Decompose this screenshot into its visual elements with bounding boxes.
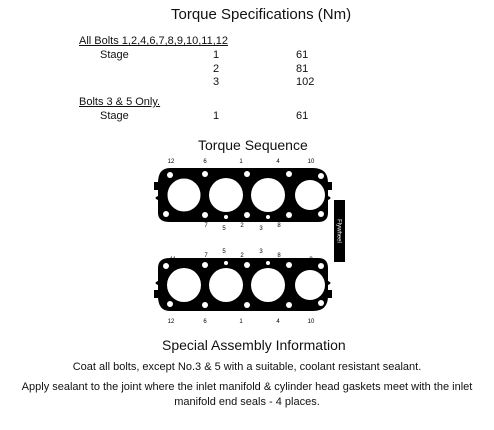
bolt-number: 3 (259, 249, 263, 255)
bolt-number: 8 (277, 253, 281, 259)
head-gasket-lower (154, 258, 332, 311)
bolt-number: 9 (309, 218, 313, 224)
flywheel-label: Flywheel (335, 219, 341, 243)
head-gasket-upper (154, 168, 332, 222)
bolt-number: 11 (170, 257, 177, 263)
bolt-number: 12 (168, 159, 175, 165)
bolt-number: 9 (309, 257, 313, 263)
torque-sequence-title: Torque Sequence (198, 137, 308, 153)
bolt-number: 6 (203, 319, 207, 325)
bolt-number: 4 (276, 319, 280, 325)
assembly-line-1: Coat all bolts, except No.3 & 5 with a s… (72, 361, 422, 373)
stage-label: Stage (100, 49, 129, 61)
torque-value: 61 (296, 110, 309, 122)
bolt-number: 2 (240, 253, 244, 259)
group-header-all-bolts: All Bolts 1,2,4,6,7,8,9,10,11,12 (79, 35, 229, 47)
bolt-number: 10 (308, 319, 315, 325)
stage-number: 1 (213, 49, 220, 61)
stage-number: 1 (213, 110, 220, 122)
stage-label: Stage (100, 110, 129, 122)
torque-value: 102 (296, 76, 315, 88)
bolt-number: 6 (203, 159, 207, 165)
bolt-number: 7 (204, 253, 208, 259)
bolt-number: 3 (259, 226, 263, 232)
assembly-title: Special Assembly Information (162, 337, 346, 353)
stage-number: 2 (213, 63, 220, 75)
bolt-number: 5 (222, 226, 226, 232)
bolt-number: 11 (170, 218, 177, 224)
bolt-number: 5 (222, 249, 226, 255)
group-header-bolts-3-5: Bolts 3 & 5 Only. (79, 96, 161, 108)
bolt-number: 12 (168, 319, 175, 325)
assembly-line-2: Apply sealant to the joint where the inl… (21, 381, 473, 408)
bolt-number: 2 (240, 223, 244, 229)
torque-spec-title: Torque Specifications (Nm) (171, 6, 352, 23)
torque-value: 81 (296, 63, 309, 75)
bolt-number: 10 (308, 159, 315, 165)
bolt-number: 4 (276, 159, 280, 165)
flywheel-marker (334, 200, 345, 262)
bolt-number: 7 (204, 223, 208, 229)
bolt-number: 1 (239, 319, 243, 325)
stage-number: 3 (213, 76, 220, 88)
bolt-number: 8 (277, 223, 281, 229)
bolt-number: 1 (239, 159, 243, 165)
torque-value: 61 (296, 49, 309, 61)
